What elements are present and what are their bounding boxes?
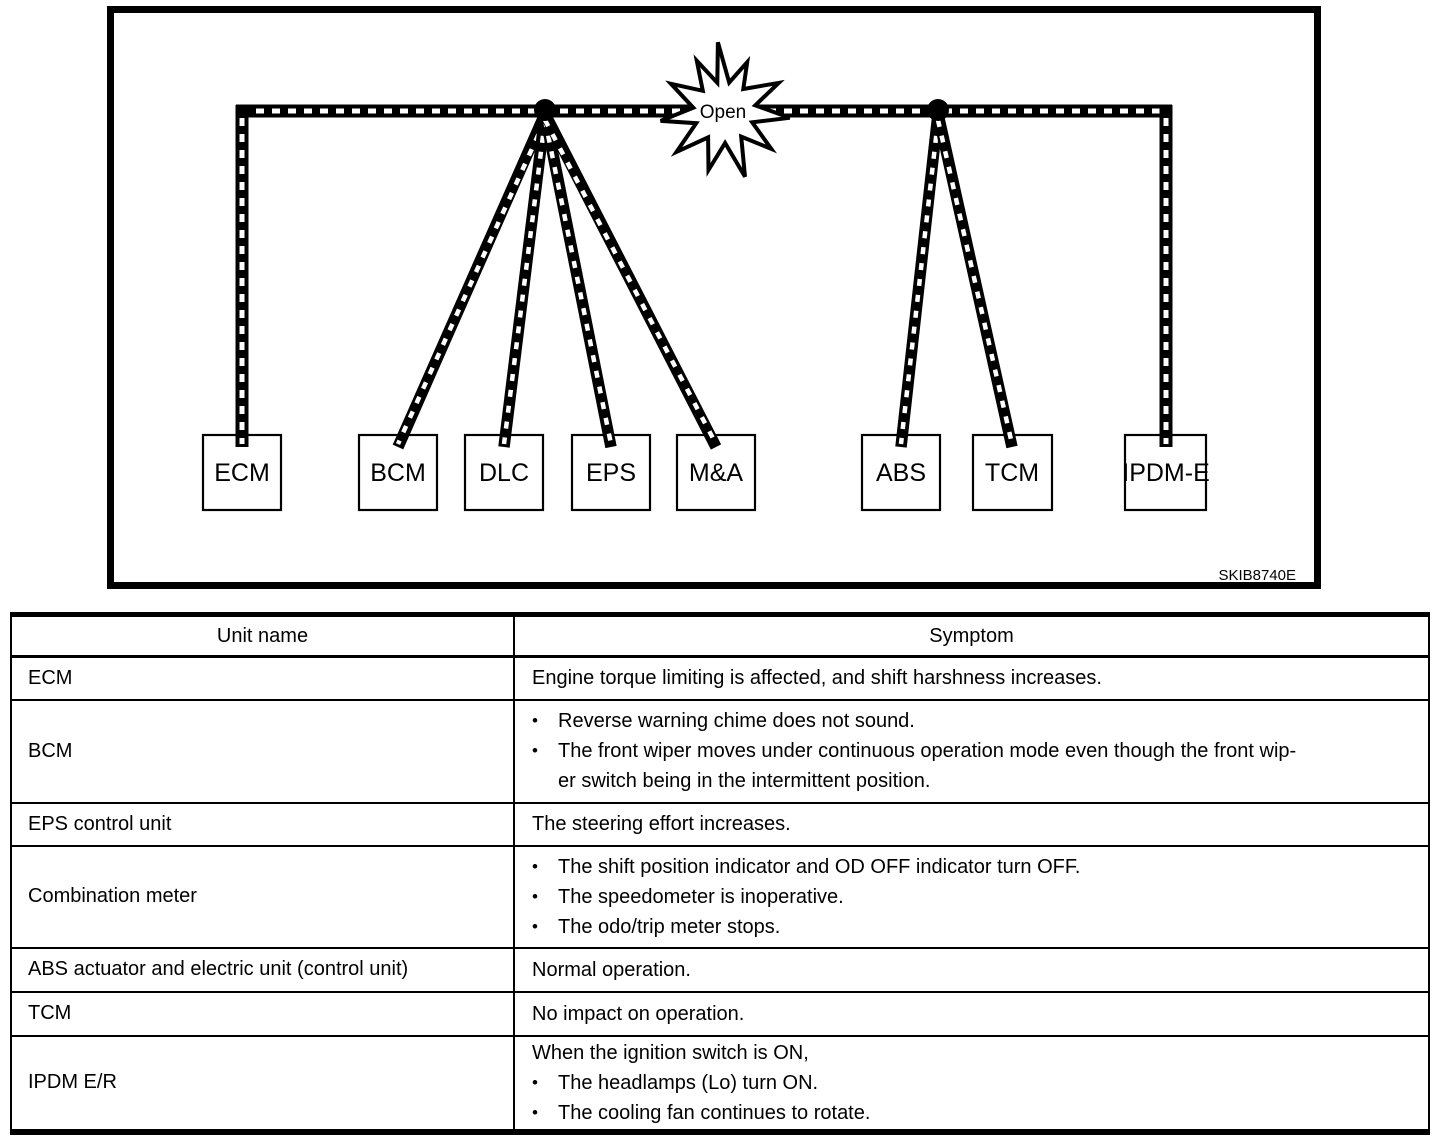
junction1-branches [392, 111, 722, 450]
table-row: ECM Engine torque limiting is affected, … [10, 655, 1430, 701]
unit-name-header: Unit name [10, 613, 515, 658]
open-fault-label: Open [700, 102, 746, 123]
dlc-label: DLC [479, 459, 529, 487]
ma-box [675, 433, 757, 512]
unit-boxes [201, 433, 1208, 512]
abs-box [860, 433, 942, 512]
ipdm-label: IPDM-E [1122, 459, 1210, 487]
bullet-icon: • [532, 856, 538, 876]
symptom-text: The cooling fan continues to rotate. [558, 1101, 871, 1124]
symptom-text: The odo/trip meter stops. [558, 915, 781, 938]
unit-name: ECM [10, 655, 515, 701]
open-fault-starburst-icon [659, 41, 791, 178]
table-row: BCM • Reverse warning chime does not soun… [10, 698, 1430, 804]
bullet-icon: • [532, 916, 538, 936]
table-row: TCM No impact on operation. [10, 990, 1430, 1037]
unit-name: Combination meter [10, 844, 515, 949]
ipdm-box [1123, 433, 1208, 512]
junction2-branches [895, 112, 1018, 449]
bullet-icon: • [532, 741, 538, 760]
bcm-box [357, 433, 439, 512]
bullet-icon: • [532, 1072, 538, 1092]
bullet-icon: • [532, 1102, 538, 1122]
unit-name: EPS control unit [10, 801, 515, 847]
unit-name: IPDM E/R [10, 1034, 515, 1133]
table-header-row: Unit name Symptom [10, 613, 1430, 658]
abs-label: ABS [876, 459, 926, 487]
table-row: IPDM E/R When the ignition switch is ON,… [10, 1034, 1430, 1133]
symptom-text: Normal operation. [532, 958, 691, 981]
junction-dot-right [927, 99, 949, 121]
unit-name: BCM [10, 698, 515, 804]
symptom-text: The headlamps (Lo) turn ON. [558, 1071, 819, 1094]
unit-symptom-table: Unit name Symptom ECM Engine torque limi… [10, 612, 1430, 1135]
symptom-text: Reverse warning chime does not sound. [558, 710, 915, 732]
symptom-text: The steering effort increases. [532, 813, 791, 835]
table-row: Combination meter • The shift position in… [10, 844, 1430, 949]
bullet-spacer [532, 766, 558, 796]
can-bus-open-circuit-diagram: Open ECM BCM DLC EPS M&A ABS TCM IPDM-E … [107, 6, 1321, 589]
symptom-text: When the ignition switch is ON, [532, 1041, 809, 1064]
symptom-text: No impact on operation. [532, 1002, 745, 1025]
table-row: EPS control unit The steering effort inc… [10, 801, 1430, 847]
unit-name: TCM [10, 990, 515, 1037]
tcm-label: TCM [985, 459, 1039, 487]
ecm-label: ECM [214, 459, 270, 487]
figure-code: SKIB8740E [1218, 567, 1296, 584]
eps-label: EPS [586, 459, 636, 487]
symptom-text: The shift position indicator and OD OFF … [558, 855, 1081, 878]
tcm-box [971, 433, 1054, 512]
symptom-text: Engine torque limiting is affected, and … [532, 667, 1102, 690]
diagram-frame [107, 6, 1321, 589]
symptom-text: er switch being in the intermittent posi… [558, 770, 931, 792]
unit-name: ABS actuator and electric unit (control … [10, 946, 515, 993]
junction-dot-left [534, 99, 556, 121]
bcm-label: BCM [370, 459, 426, 487]
symptom-header: Symptom [513, 613, 1430, 658]
bullet-icon: • [532, 711, 538, 730]
symptom-text: The front wiper moves under continuous o… [558, 740, 1297, 762]
table-row: ABS actuator and electric unit (control … [10, 946, 1430, 993]
ma-label: M&A [689, 459, 744, 487]
unit-box-labels: ECM BCM DLC EPS M&A ABS TCM IPDM-E [214, 459, 1210, 487]
bullet-icon: • [532, 886, 538, 906]
symptom-text: The speedometer is inoperative. [558, 885, 844, 908]
